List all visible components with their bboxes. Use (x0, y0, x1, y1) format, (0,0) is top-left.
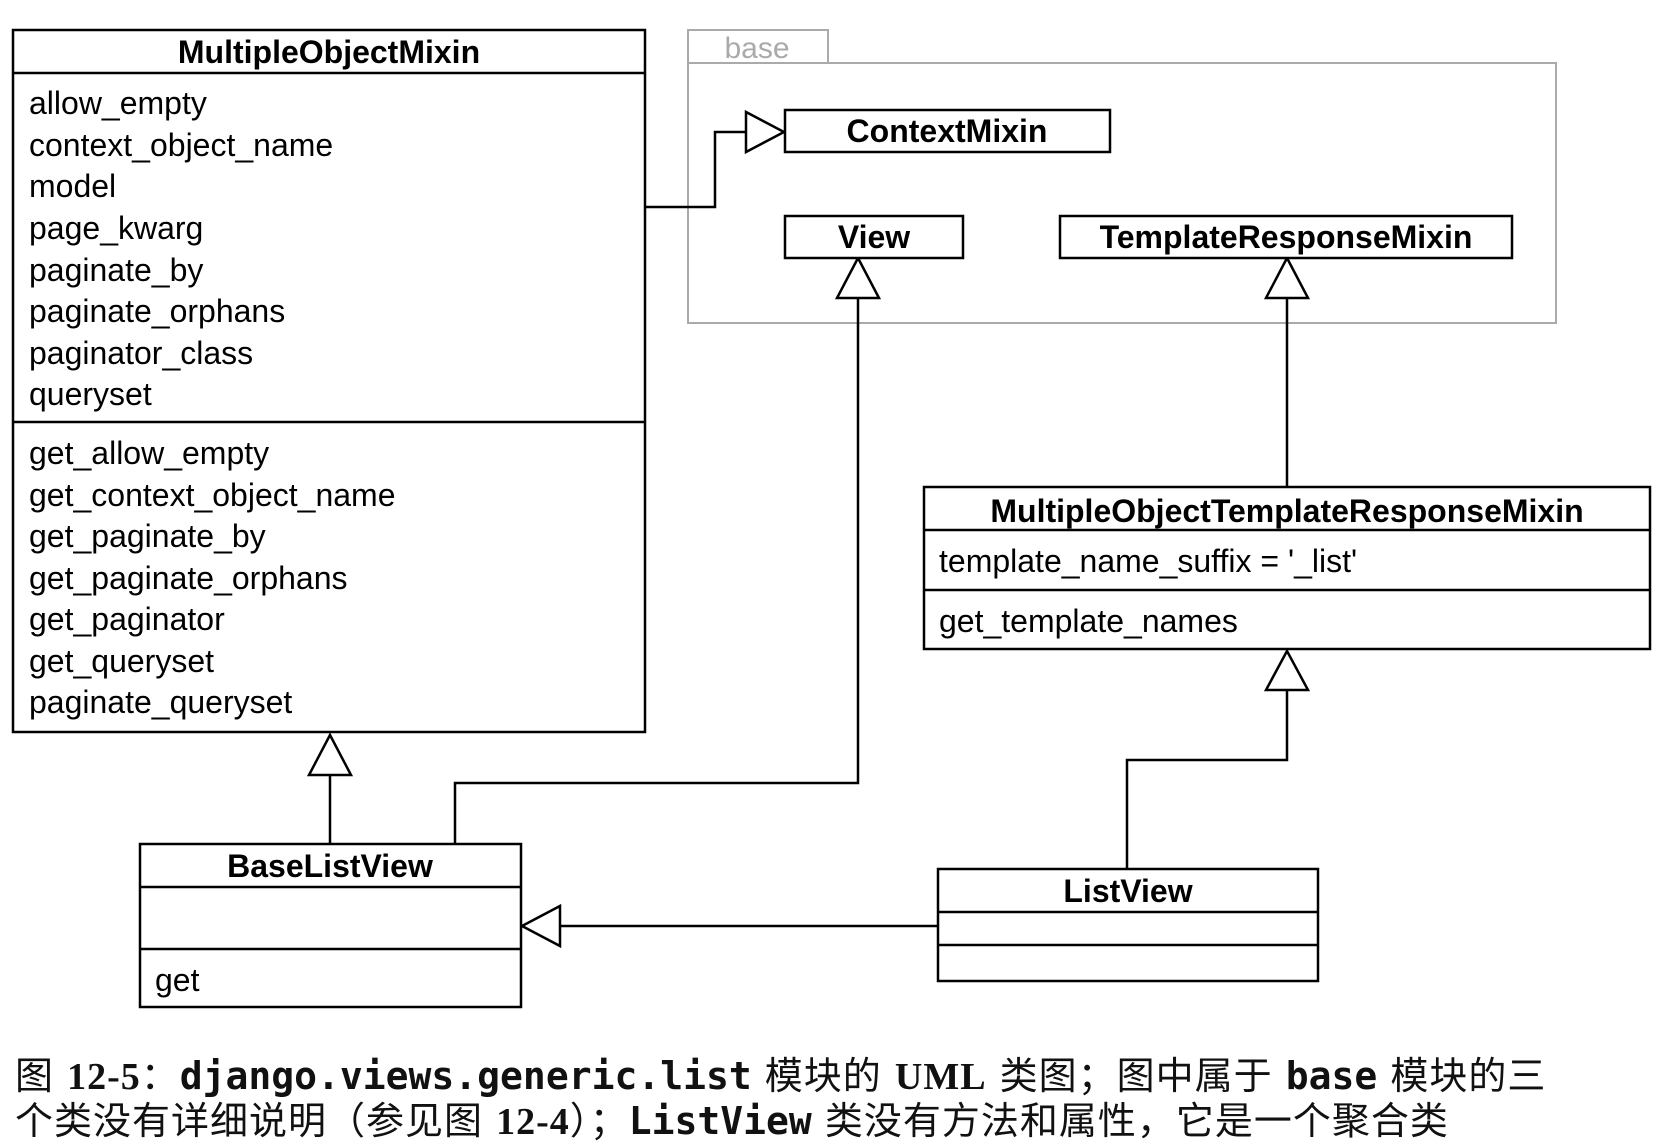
class-multipleobjecttemplateresponsemixin: MultipleObjectTemplateResponseMixin temp… (922, 485, 1652, 651)
caption-text: ）； (569, 1099, 629, 1143)
class-contextmixin: ContextMixin (783, 108, 1112, 154)
caption-colon: ： (140, 1054, 180, 1098)
method: get_template_names (939, 603, 1238, 639)
attribute: paginate_orphans (29, 293, 285, 329)
attribute: context_object_name (29, 127, 333, 163)
class-name: MultipleObjectTemplateResponseMixin (990, 493, 1583, 529)
attribute: paginate_by (29, 252, 203, 288)
arrowhead-view (834, 255, 882, 300)
figure-caption-line-1: 图 12-5：django.views.generic.list 模块的 UML… (15, 1053, 1645, 1100)
attribute: template_name_suffix = '_list' (939, 543, 1357, 579)
arrowhead-mom (306, 732, 354, 777)
arrowheads (306, 109, 1311, 949)
package-label: base (724, 32, 789, 65)
class-multipleobjectmixin: MultipleObjectMixin allow_empty context_… (11, 28, 647, 734)
method: get_context_object_name (29, 477, 395, 513)
method: get_paginate_by (29, 518, 266, 554)
caption-fig-number: 12-5 (67, 1056, 141, 1098)
caption-text: 类没有方法和属性，它是一个聚合类 (811, 1099, 1449, 1143)
method: get (155, 962, 200, 998)
edge-listview-to-motrm (1125, 688, 1289, 869)
base-package: base (687, 29, 1557, 324)
attribute: allow_empty (29, 85, 207, 121)
attribute: queryset (29, 376, 152, 412)
method: paginate_queryset (29, 684, 292, 720)
class-name: TemplateResponseMixin (1100, 219, 1473, 255)
class-name: ListView (1063, 873, 1192, 909)
caption-text: 类图；图中属于 (986, 1054, 1286, 1098)
class-listview: ListView (936, 867, 1320, 983)
class-view: View (783, 214, 965, 260)
connectors (328, 130, 1289, 928)
arrowhead-trm (1263, 255, 1311, 300)
attribute: paginator_class (29, 335, 253, 371)
caption-uml: UML (894, 1056, 987, 1098)
edge-baselistview-to-view (453, 298, 860, 844)
caption-module: django.views.generic.list (179, 1054, 752, 1098)
class-templateresponsemixin: TemplateResponseMixin (1058, 214, 1514, 260)
arrowhead-contextmixin (744, 109, 787, 155)
class-name: ContextMixin (847, 113, 1048, 149)
method: get_paginator (29, 601, 225, 637)
caption-fig-prefix: 图 (15, 1054, 68, 1098)
caption-base: base (1285, 1054, 1378, 1098)
arrowhead-baselistview (519, 903, 562, 949)
figure-caption-line-2: 个类没有详细说明（参见图 12-4）；ListView 类没有方法和属性，它是一… (15, 1098, 1645, 1145)
edge-mom-to-contextmixin (645, 130, 746, 209)
class-baselistview: BaseListView get (138, 842, 523, 1009)
attribute: page_kwarg (29, 210, 203, 246)
class-name: BaseListView (227, 848, 433, 884)
arrowhead-motrm (1263, 648, 1311, 692)
uml-class-diagram: base MultipleObjectMixin allow_empty con… (11, 28, 1652, 1009)
method: get_allow_empty (29, 435, 269, 471)
caption-fig-ref: 12-4 (496, 1101, 570, 1143)
caption-text: 个类没有详细说明（参见图 (15, 1099, 497, 1143)
attribute: model (29, 168, 116, 204)
method: get_paginate_orphans (29, 560, 348, 596)
method: get_queryset (29, 643, 214, 679)
caption-text: 模块的 (751, 1054, 895, 1098)
caption-text: 模块的三 (1377, 1054, 1547, 1098)
class-name: View (838, 219, 910, 255)
caption-listview: ListView (628, 1099, 812, 1143)
class-name: MultipleObjectMixin (178, 34, 480, 70)
